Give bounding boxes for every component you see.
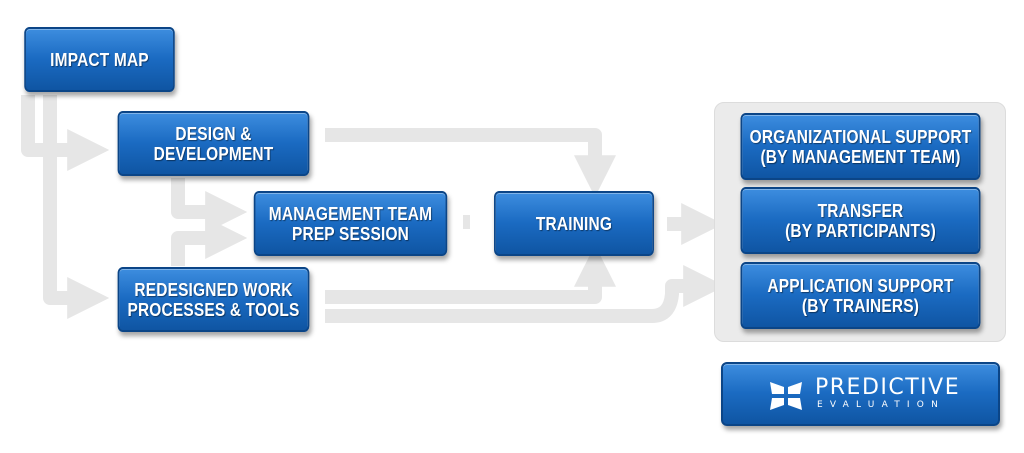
training-box: TRAINING [494,191,654,256]
arrow-redesigned-to-prep [171,217,248,266]
redesigned-work-label: REDESIGNED WORK PROCESSES & TOOLS [127,279,300,320]
arrow-redesigned-to-application [325,265,726,323]
management-prep-label: MANAGEMENT TEAM PREP SESSION [268,203,433,244]
arrow-impact-to-redesigned [43,95,110,319]
arrow-redesigned-to-training [325,244,616,304]
arrow-impact-to-design [21,95,110,171]
design-development-label: DESIGN & DEVELOPMENT [153,123,274,164]
arrow-design-to-training [325,128,616,198]
logo-wordmark: PREDICTIVE [815,375,961,400]
organizational-support-label: ORGANIZATIONAL SUPPORT (BY MANAGEMENT TE… [749,126,972,167]
application-support-box: APPLICATION SUPPORT (BY TRAINERS) [740,262,981,329]
organizational-support-box: ORGANIZATIONAL SUPPORT (BY MANAGEMENT TE… [740,113,981,180]
impact-map-label: IMPACT MAP [50,49,149,70]
predictive-evaluation-logo-mark-icon [770,382,802,410]
transfer-box: TRANSFER (BY PARTICIPANTS) [740,187,981,254]
application-support-label: APPLICATION SUPPORT (BY TRAINERS) [767,275,954,316]
management-prep-box: MANAGEMENT TEAM PREP SESSION [253,191,448,256]
logo-subtitle: EVALUATION [817,400,946,410]
arrow-design-to-prep [171,178,248,233]
predictive-evaluation-logo: PREDICTIVE EVALUATION [721,362,1000,426]
impact-map-box: IMPACT MAP [24,27,175,92]
transfer-label: TRANSFER (BY PARTICIPANTS) [785,200,936,241]
design-development-box: DESIGN & DEVELOPMENT [117,111,310,176]
redesigned-work-box: REDESIGNED WORK PROCESSES & TOOLS [117,267,310,332]
training-label: TRAINING [535,213,613,234]
